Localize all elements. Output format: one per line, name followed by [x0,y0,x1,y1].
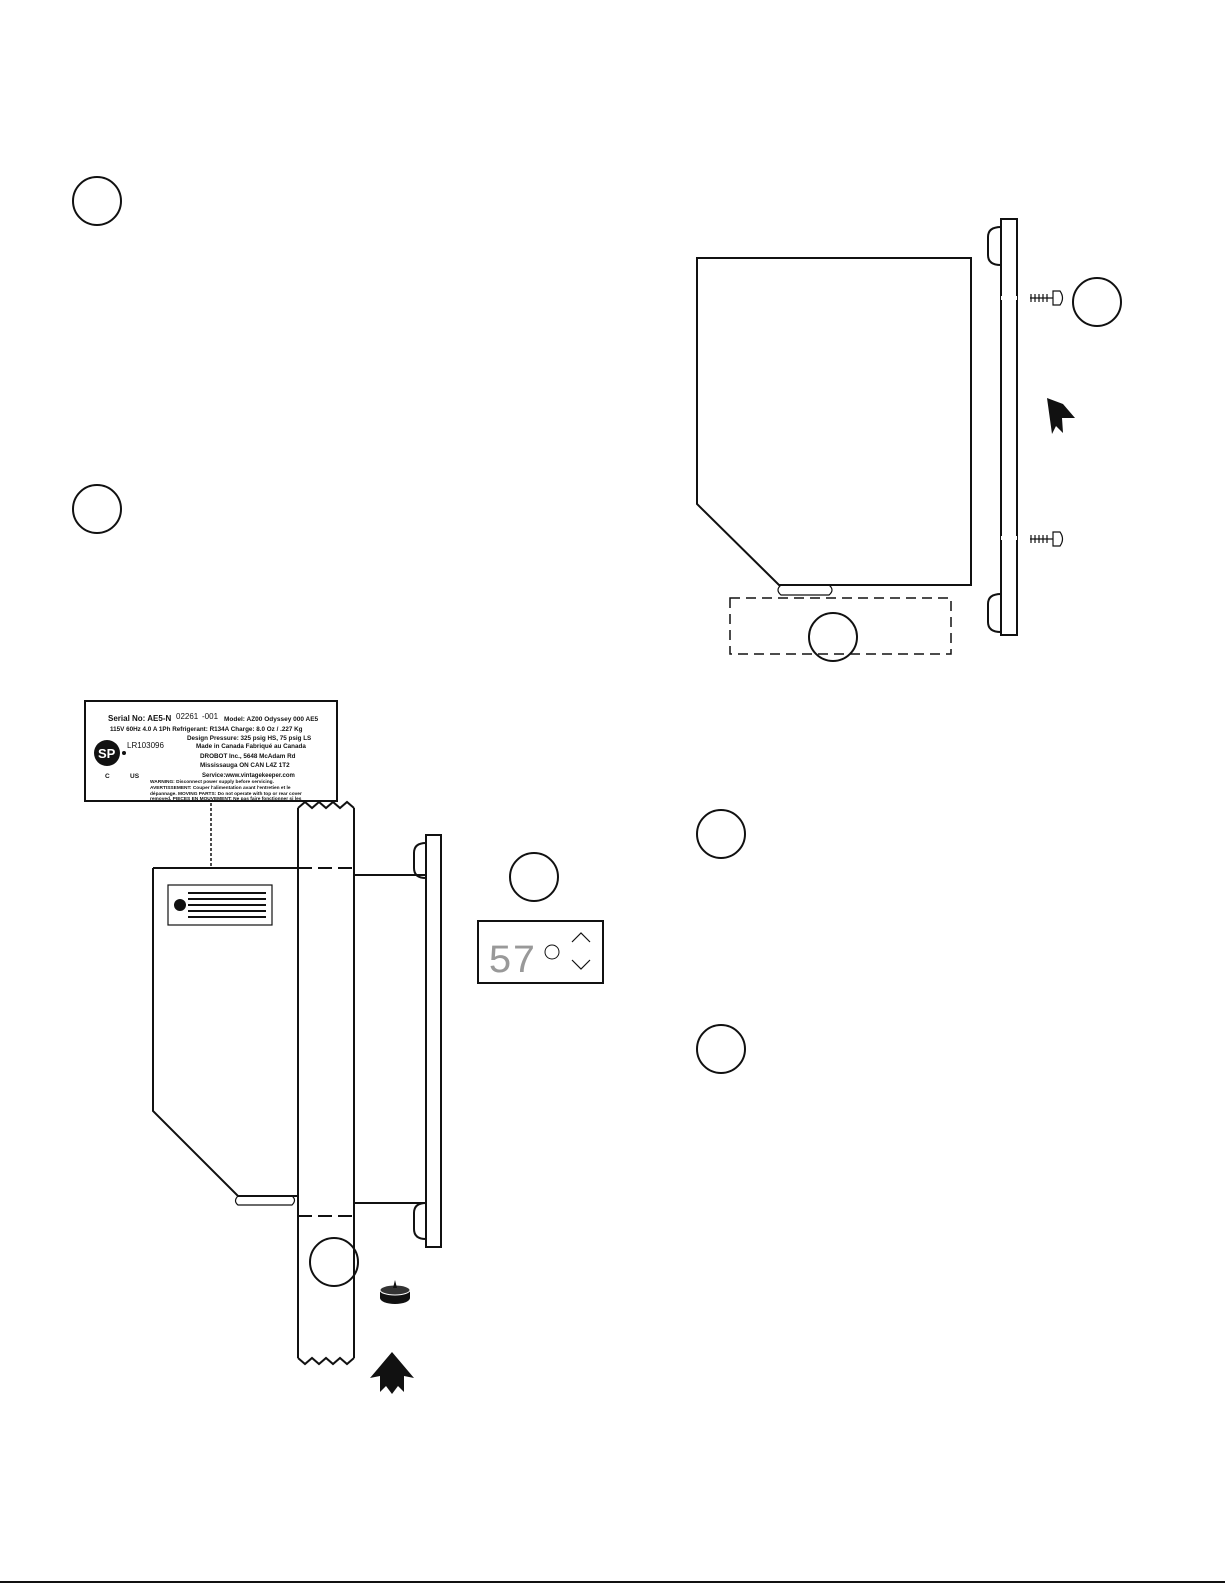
chevron-down-icon[interactable] [571,959,591,970]
step-circle-2 [72,484,122,534]
rating-label: Serial No: AE5-N 02261 -001 Model: AZ00 … [84,700,338,802]
step-circle-base [808,612,858,662]
warning-line: removed. PIECES EN MOUVEMENT: Ne pas fai… [150,796,302,802]
electrical-spec: 115V 60Hz 4.0 A 1Ph Refrigerant: R134A C… [110,726,303,733]
step-circle-3 [696,809,746,859]
unit-side-view-top [696,218,1075,655]
temperature-readout: 57 [488,940,536,985]
warning-line: WARNING: Disconnect power supply before … [150,779,274,785]
service-url: Service:www.vintagekeeper.com [202,773,295,779]
serial-suffix: -001 [202,712,219,721]
screw-icon [1030,531,1064,547]
step-circle-display [509,852,559,902]
cert-c: C [105,773,110,780]
csa-logo: SP [94,740,126,766]
cert-us: US [130,773,140,780]
arrow-icon [1047,398,1075,434]
leveling-foot-icon [379,1280,411,1304]
warning-line: AVERTISSEMENT: Couper l'alimentation ava… [150,785,291,791]
step-circle-screws [1072,277,1122,327]
step-circle-foot [309,1237,359,1287]
door-panel [425,834,442,1248]
warning-line: dépannage. MOVING PARTS: Do not operate … [150,791,302,797]
serial-label: Serial No: AE5-N [108,714,171,723]
unit-side-view-cabinet [152,800,442,1394]
company: DROBOT Inc., 5648 McAdam Rd [200,753,296,760]
door-panel [1000,218,1018,636]
model: Model: AZ00 Odyssey 000 AE5 [224,716,319,723]
design-pressure: Design Pressure: 325 psig HS, 75 psig LS [187,735,311,742]
serial-number: 02261 [176,712,199,721]
step-circle-4 [696,1024,746,1074]
base-outline-dashed [729,597,952,655]
mode-button[interactable] [544,944,560,960]
svg-text:SP: SP [98,746,116,761]
screw-icon [1030,290,1064,306]
arrow-up-icon [370,1352,414,1394]
city: Mississauga ON CAN L4Z 1T2 [200,762,290,769]
chevron-up-icon[interactable] [571,932,591,943]
made-in: Made in Canada Fabriqué au Canada [196,743,306,750]
control-display: 57 [477,920,604,985]
cert-number: LR103096 [127,741,164,750]
step-circle-1 [72,176,122,226]
